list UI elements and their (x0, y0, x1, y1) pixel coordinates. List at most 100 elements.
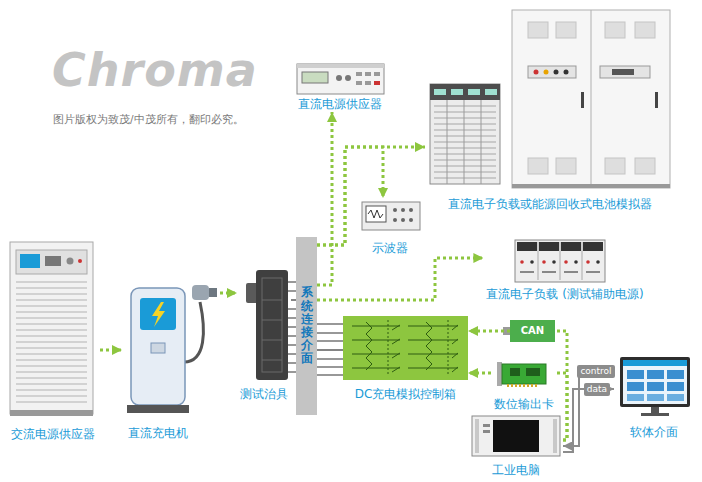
node-label: 示波器 (372, 241, 408, 256)
fixture-body (256, 270, 288, 380)
supply-display (302, 72, 328, 83)
node-label: 软体介面 (630, 425, 678, 440)
relay-coils (366, 322, 432, 370)
ac-panel (16, 250, 87, 274)
supply-top (297, 64, 384, 68)
control-box: DC充电模拟控制箱 (343, 316, 468, 402)
aux-dividers (538, 242, 582, 280)
aux-module-top (517, 242, 537, 251)
supply-button (356, 81, 362, 85)
aux-terminal (574, 260, 578, 264)
industrial-pc-figure (472, 416, 560, 456)
bus-wires (317, 324, 343, 375)
cabinet-display (612, 69, 634, 75)
cabinet-lamp (564, 70, 569, 75)
rack-dividers (447, 100, 481, 184)
supply-body (297, 64, 384, 94)
node-label: 直流充电机 (128, 426, 188, 441)
dotted-arrow (468, 372, 491, 375)
edge-label: control (577, 365, 614, 378)
fixture-ribs (262, 300, 282, 360)
monitor-tile (667, 394, 684, 401)
fixture-frame (262, 278, 282, 372)
ac-power-supply: 交流电源供应器 (5, 238, 100, 442)
dc-power-supply: 直流电源供应器 (290, 60, 390, 112)
monitor-figure (620, 357, 690, 416)
dotted-arrow (317, 112, 332, 285)
dc-charger: 直流充电机 (122, 283, 220, 441)
cabinet-divider (591, 10, 592, 188)
fixture-figure (246, 270, 296, 380)
pc-body (472, 416, 560, 456)
monitor-frame (620, 357, 690, 407)
test-fixture: 测试治具 (237, 266, 291, 402)
supply-button (365, 81, 371, 85)
aux-terminal (520, 260, 524, 264)
cabinet-lamp (554, 70, 559, 75)
control-box-body (343, 316, 468, 380)
oscilloscope-figure (362, 202, 420, 230)
aux-terminal (564, 260, 568, 264)
ac-body (10, 242, 93, 414)
wire-line (317, 349, 343, 350)
rack-display (451, 89, 463, 95)
load-rack-figure (430, 84, 500, 184)
aux-body (515, 240, 605, 282)
dotted-arrow (468, 330, 510, 333)
relay-switches (392, 325, 458, 372)
rack-display (434, 89, 446, 95)
node-label: 直流电源供应器 (298, 97, 382, 112)
cabinet-vent (528, 158, 548, 174)
dotted-arrow (557, 373, 567, 440)
monitor-tile (627, 382, 644, 391)
dotted-arrow (317, 258, 483, 300)
charger-plug (192, 285, 209, 300)
dotted-arrow (100, 349, 122, 352)
ac-lamp (78, 259, 82, 263)
rack-display (485, 89, 497, 95)
ac-display (20, 254, 40, 268)
industrial-pc: 工业电脑 (468, 414, 563, 478)
interface-bar: 系统连接介面 (296, 237, 317, 415)
dotted-arrow (555, 331, 567, 440)
pc-slot (483, 424, 490, 427)
cabinet-vent (528, 22, 548, 38)
aux-terminal (596, 260, 600, 264)
dotted-arrow (220, 292, 237, 295)
node-label: DC充电模拟控制箱 (355, 387, 457, 402)
dotted-arrow (317, 147, 383, 245)
cabinet-panel (600, 66, 650, 78)
supply-button (374, 81, 380, 85)
ac-vents (16, 282, 87, 402)
battery-simulator: 直流电子负载或能源回收式电池模拟器 (425, 6, 675, 212)
charger-body (131, 288, 185, 405)
charger-bolt (152, 302, 165, 327)
cabinet-lamp (544, 70, 549, 75)
dc-power-supply-figure (297, 64, 384, 94)
aux-keys (520, 271, 600, 273)
rack-body (430, 84, 500, 184)
signal-arrow (563, 371, 614, 446)
aux-terminal (586, 260, 590, 264)
ac-knob (67, 258, 74, 265)
charger-slot (151, 343, 165, 353)
node-label: 系统连接介面 (301, 286, 313, 365)
aux-load-figure (515, 240, 605, 282)
node-label: 交流电源供应器 (11, 427, 95, 442)
ac-keypad (45, 256, 61, 266)
supply-button (374, 72, 380, 76)
monitor-tile (647, 382, 664, 391)
relay-links (388, 320, 448, 376)
cabinet-body (512, 10, 670, 188)
cabinet-vent (635, 22, 655, 38)
cabinet-vent (556, 158, 576, 174)
cabinet-handle (581, 92, 584, 108)
fixture-wires (288, 282, 296, 372)
rack-panel (430, 84, 500, 100)
aux-terminal (552, 260, 556, 264)
node-label: CAN (521, 325, 544, 338)
card-chip (510, 368, 520, 376)
brand-logo: Chroma (52, 44, 258, 97)
monitor-tile (627, 370, 644, 379)
dc-charger-figure (127, 285, 217, 413)
